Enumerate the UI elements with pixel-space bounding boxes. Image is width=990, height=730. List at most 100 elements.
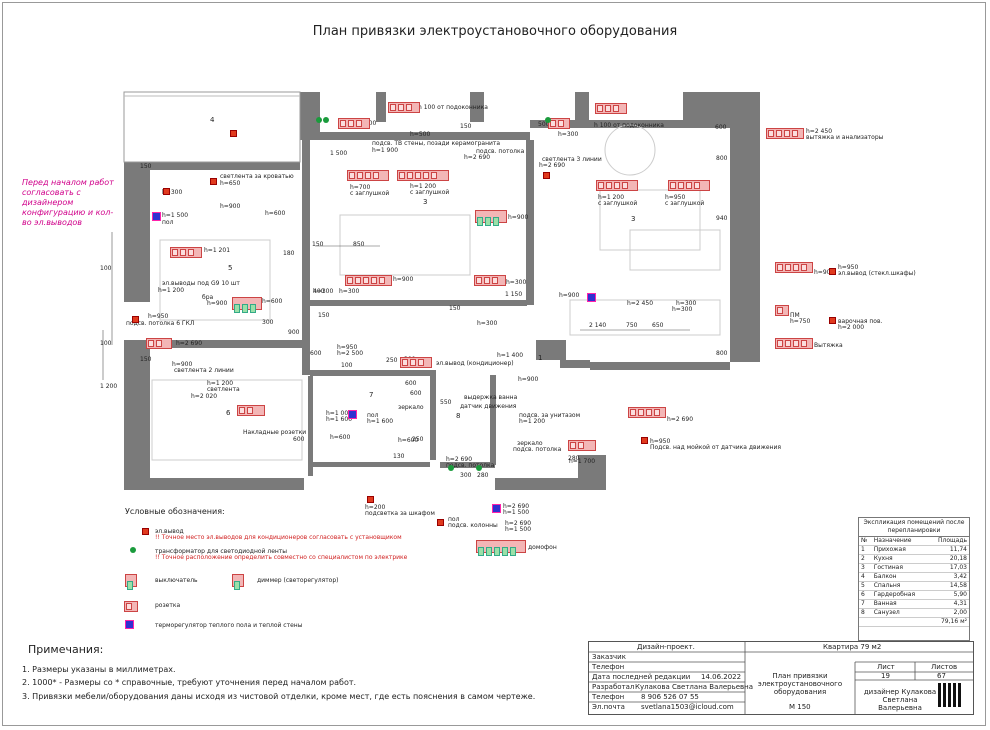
dimension-label: 150 [460, 123, 472, 130]
socket-block [775, 262, 813, 273]
legend-thermostat-icon [125, 620, 134, 629]
dimension-label: 2 140 [589, 322, 607, 329]
room-explication-table: Экспликация помещений после перепланиров… [858, 517, 970, 641]
room-number: 6 [226, 409, 231, 417]
electric-outlet-marker [641, 437, 648, 444]
annotation-label: ПМ [790, 312, 800, 319]
legend-transformer-note: !! Точное расположение определить совмес… [155, 554, 408, 561]
annotation-label: h=2 450 [806, 128, 833, 135]
explication-cell: Гостиная [871, 563, 928, 573]
annotation-label: h=650 [220, 180, 241, 187]
annotation-label: h=2 690 [667, 416, 694, 423]
electric-outlet-marker [829, 317, 836, 324]
annotation-label: подсв. потолка [446, 462, 495, 469]
annotation-label: h=2 500 [337, 350, 364, 357]
annotation-label: пол [162, 219, 174, 226]
stamp-designer: дизайнер Кулакова Светлана Валерьевна [863, 688, 937, 712]
socket-block [170, 247, 202, 258]
annotation-label: h=2 020 [191, 393, 218, 400]
socket-block [338, 118, 370, 129]
stamp-phone2-label: Телефон [592, 693, 625, 701]
explication-cell: Балкон [871, 572, 928, 582]
annotation-label: зеркало [398, 404, 424, 411]
transformer-marker [476, 465, 482, 471]
legend-dimmer-icon [232, 574, 244, 590]
annotation-label: Подсв. над мойкой от датчика движения [650, 444, 781, 451]
dimension-label: 280 [477, 472, 489, 479]
annotation-label: h 100 от подоконника [594, 122, 664, 129]
electric-outlet-marker [367, 496, 374, 503]
dimension-label: 500 [538, 121, 550, 128]
annotation-label: h=2 450 [627, 300, 654, 307]
legend-outlet-icon [142, 528, 149, 535]
annotation-label: h=1 500 [162, 212, 189, 219]
annotation-label: h=2 000 [838, 324, 865, 331]
annotation-label: подсветка за шкафом [365, 510, 435, 517]
legend-outlet-label: эл.вывод [155, 528, 184, 535]
dimension-label: 100 [341, 362, 353, 369]
dimension-label: 600 [293, 436, 305, 443]
socket-block [388, 102, 420, 113]
transformer-marker [323, 117, 329, 123]
dimension-label: 940 [716, 215, 728, 222]
stamp-sheet-label: Лист [877, 663, 895, 671]
annotation-label: h=300 [672, 306, 693, 313]
thermostat-marker [492, 504, 501, 513]
annotation-label: h=1 200 [158, 287, 185, 294]
electric-outlet-marker [543, 172, 550, 179]
stamp-email-value: svetlana1503@icloud.com [641, 703, 734, 711]
annotation-label: h=300 [676, 300, 697, 307]
explication-header: Площадь [928, 537, 969, 546]
stamp-apartment: Квартира 79 м2 [823, 643, 882, 651]
thermostat-marker [587, 293, 596, 302]
explication-cell: 2,00 [928, 608, 969, 618]
stamp-sheets-value: 67 [937, 672, 946, 680]
annotation-label: светлента за кроватью [220, 173, 294, 180]
stamp-developer-value: Кулакова Светлана Валерьевна [635, 683, 754, 691]
socket-block [568, 440, 596, 451]
explication-cell: 8 [859, 608, 872, 618]
explication-cell: 5 [859, 581, 872, 591]
annotation-label: выдержка ванна [464, 394, 518, 401]
room-number: 5 [228, 264, 233, 272]
explication-cell: 14,58 [928, 581, 969, 591]
transformer-marker [545, 117, 551, 123]
explication-cell: 1 [859, 545, 872, 555]
socket-block [345, 275, 392, 286]
annotation-label: h=2 690 [464, 154, 491, 161]
annotation-label: с заглушкой [350, 190, 390, 197]
note-line: 2. 1000* - Размеры со * справочные, треб… [22, 678, 357, 687]
dimension-label: 1 150 [505, 291, 523, 298]
annotation-label: h=1 500 [505, 526, 532, 533]
stamp-design-project: Дизайн-проект. [637, 643, 695, 651]
title-block: Дизайн-проект. Квартира 79 м2 Заказчик Т… [588, 641, 974, 715]
annotation-label: h=950 [838, 264, 859, 271]
annotation-label: h=300 [162, 189, 183, 196]
annotation-label: h=300 [313, 288, 334, 295]
transformer-marker [316, 117, 322, 123]
annotation-label: h=1 000 [326, 410, 353, 417]
transformer-marker [448, 465, 454, 471]
dimension-label: 550 [440, 399, 452, 406]
annotation-label: h=600 [398, 437, 419, 444]
annotation-label: h=900 [207, 300, 228, 307]
annotation-label: домофон [528, 544, 557, 551]
annotation-label: h=2 690 [539, 162, 566, 169]
annotation-label: h=900 [220, 203, 241, 210]
room-number: 1 [538, 354, 543, 362]
explication-cell: 4,31 [928, 599, 969, 609]
switch-block [475, 210, 507, 226]
stamp-sheet-value: 19 [881, 672, 890, 680]
room-number: 7 [369, 391, 374, 399]
annotation-label: h=300 [506, 279, 527, 286]
explication-cell: 17,03 [928, 563, 969, 573]
annotation-label: h=200 [365, 504, 386, 511]
annotation-label: h=750 [790, 318, 811, 325]
dimension-label: 100 [100, 340, 112, 347]
electric-outlet-marker [132, 316, 139, 323]
annotation-label: с заглушкой [665, 200, 705, 207]
dimension-label: 600 [410, 390, 422, 397]
annotation-label: h 100 от подоконника [418, 104, 488, 111]
